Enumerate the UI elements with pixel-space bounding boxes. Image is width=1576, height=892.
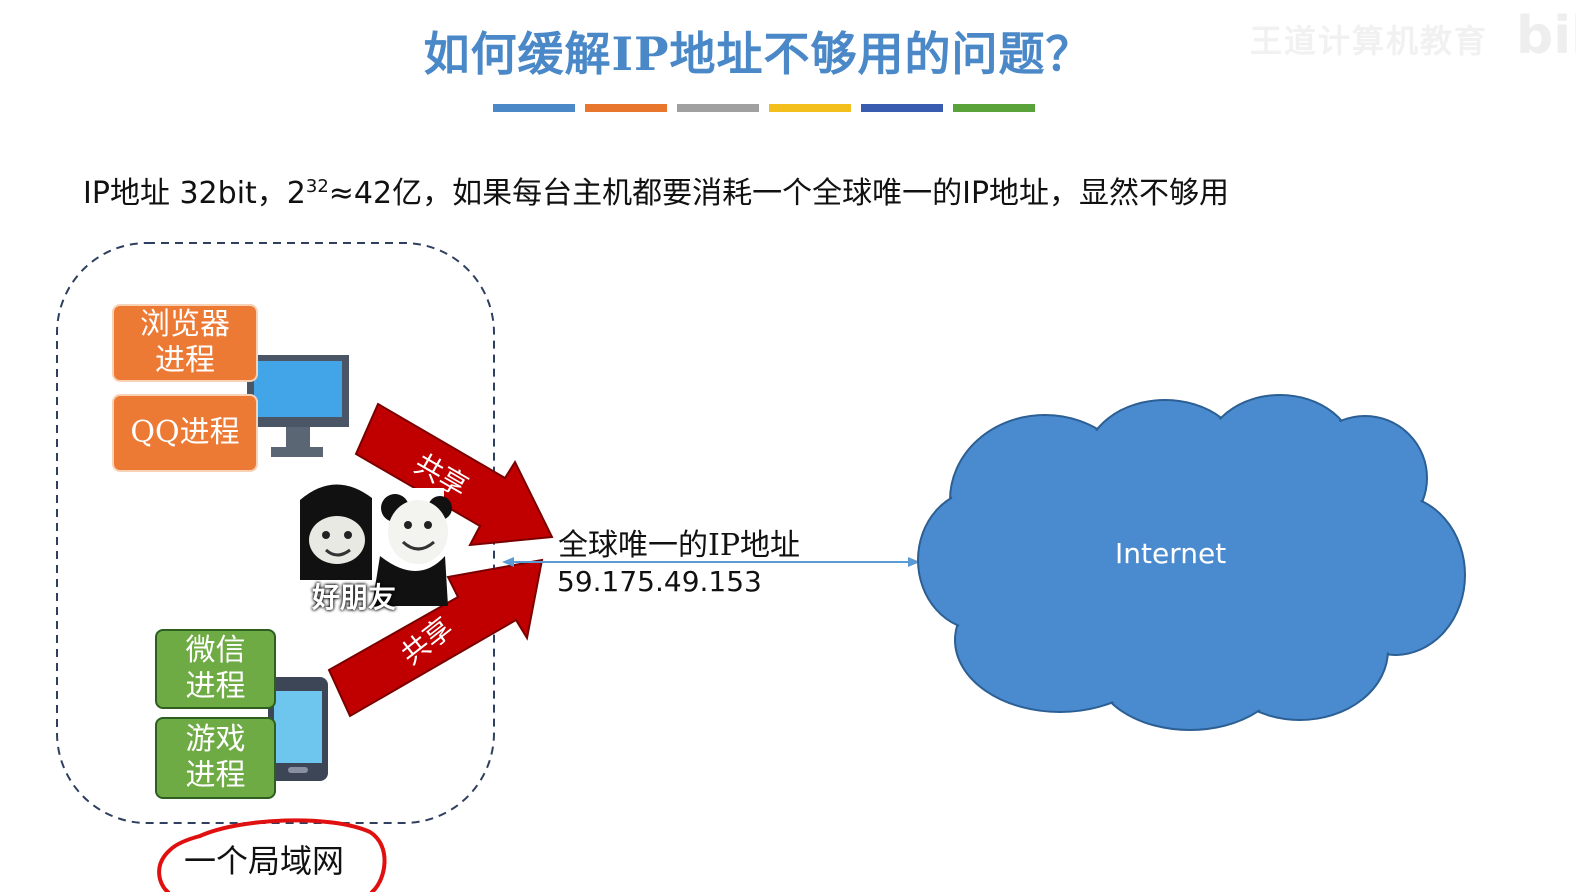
title-color-segment xyxy=(493,104,575,112)
browser-process-box: 浏览器 进程 xyxy=(112,304,258,382)
qq-process-label: QQ进程 xyxy=(130,415,240,450)
title-color-segment xyxy=(861,104,943,112)
browser-process-label: 浏览器 进程 xyxy=(140,307,230,378)
bilibili-logo-icon: bili xyxy=(1516,6,1576,66)
internet-label: Internet xyxy=(1115,537,1227,570)
statement-suffix: ≈42亿，如果每台主机都要消耗一个全球唯一的IP地址，显然不够用 xyxy=(328,176,1230,211)
smartphone-icon xyxy=(268,677,328,781)
link-arrowhead-left xyxy=(502,557,514,567)
slide-title: 如何缓解IP地址不够用的问题？ xyxy=(423,27,1093,81)
watermark-text: 王道计算机教育 xyxy=(1250,22,1489,60)
share-arrow-bottom xyxy=(327,558,544,718)
ip-shortage-statement: IP地址 32bit，232≈42亿，如果每台主机都要消耗一个全球唯一的IP地址… xyxy=(83,168,1229,212)
internet-cloud-fill xyxy=(920,397,1463,728)
statement-exponent: 32 xyxy=(305,176,329,197)
wechat-process-box: 微信 进程 xyxy=(155,629,276,709)
link-arrowhead-right xyxy=(908,557,920,567)
title-color-segment xyxy=(953,104,1035,112)
meme-caption: 好朋友 xyxy=(312,581,397,614)
title-color-segment xyxy=(585,104,667,112)
public-ip-address: 59.175.49.153 xyxy=(557,565,762,598)
statement-prefix: IP地址 32bit，2 xyxy=(83,176,306,211)
public-ip-label: 全球唯一的IP地址 xyxy=(558,528,801,563)
panda-meme-icon xyxy=(294,484,452,606)
qq-process-box: QQ进程 xyxy=(112,394,258,472)
wechat-process-label: 微信 进程 xyxy=(185,633,246,704)
title-color-segment xyxy=(769,104,851,112)
desktop-monitor-icon xyxy=(247,355,349,457)
share-arrow-top xyxy=(354,402,554,547)
lan-label: 一个局域网 xyxy=(184,842,345,880)
game-process-label: 游戏 进程 xyxy=(185,722,246,793)
lan-boundary xyxy=(56,242,495,824)
title-color-segment xyxy=(677,104,759,112)
lan-label-highlight-circle xyxy=(157,818,387,892)
title-color-bar xyxy=(493,104,1045,112)
game-process-box: 游戏 进程 xyxy=(155,717,276,799)
